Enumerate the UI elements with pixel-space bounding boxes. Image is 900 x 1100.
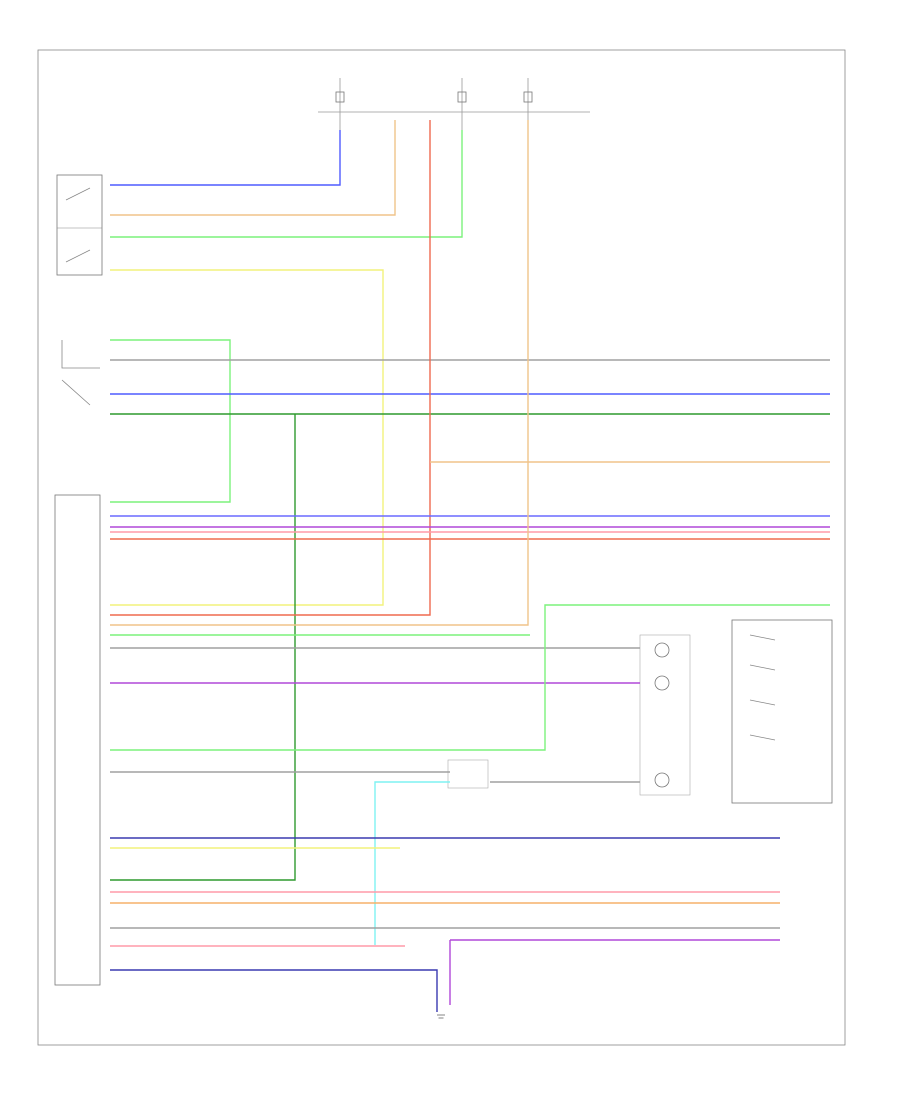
wire-yellow-3: [110, 269, 384, 606]
second-switch: [61, 340, 100, 406]
diagram-frame: [37, 49, 846, 1046]
wire-green-2: [110, 130, 463, 238]
clockspring: [639, 634, 691, 796]
fuse-bus: [318, 78, 590, 140]
wire-blue-0: [110, 130, 341, 186]
top-switch: [56, 174, 103, 276]
wire-orange-tan-1: [110, 120, 396, 216]
relay: [447, 759, 489, 789]
wire-orange-tan-15: [110, 120, 529, 626]
wire-dark-green-8: [110, 414, 296, 881]
wire-navy-30: [110, 969, 438, 1012]
wires: [110, 120, 830, 1012]
cruise-control-switch: [731, 619, 833, 804]
wire-green-19: [110, 604, 830, 751]
wire-green-4: [110, 339, 231, 503]
wire-red-orange-9: [110, 120, 431, 616]
ecm-module: [54, 494, 101, 986]
wire-purple-29: [449, 939, 780, 1005]
ground: [437, 1014, 445, 1019]
wire-cyan-21: [374, 781, 450, 945]
